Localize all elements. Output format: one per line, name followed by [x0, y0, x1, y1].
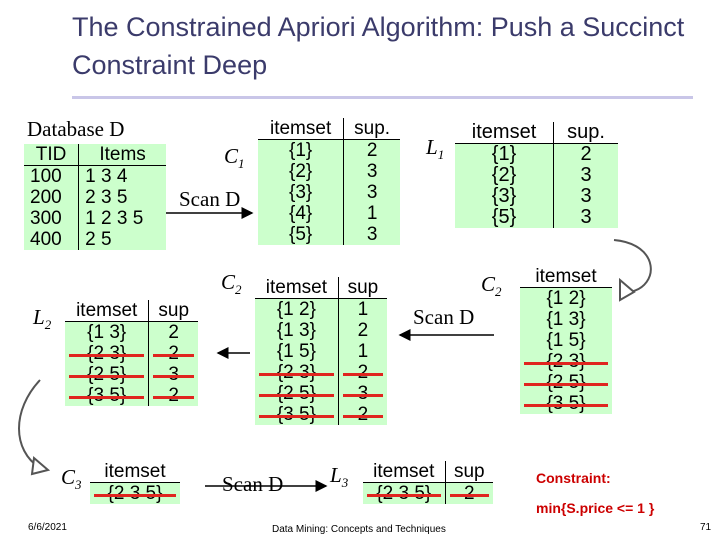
c2-support-table: itemset sup {1 2}1 {1 3}2 {1 5}1 {2 3}2 … [255, 277, 387, 425]
table-row: {2 3}2 [255, 362, 387, 383]
c1-table: itemset sup. {1}2 {2}3 {3}3 {4}1 {5}3 [258, 118, 400, 245]
col-header-sup: sup [148, 300, 198, 322]
slide-title: The Constrained Apriori Algorithm: Push … [72, 12, 685, 80]
footer-course: Data Mining: Concepts and Techniques [272, 524, 446, 535]
c3-table: itemset {2 3 5} [90, 461, 180, 504]
col-header-itemset: itemset [255, 277, 339, 299]
l1-table: itemset sup. {1}2 {2}3 {3}3 {5}3 [455, 122, 618, 228]
table-row: {2 5}3 [65, 364, 198, 385]
scan-d-label-1: Scan D [179, 187, 241, 211]
l3-table: itemset sup {2 3 5}2 [363, 461, 493, 504]
col-header-sup: sup. [343, 118, 400, 140]
c1-label: C1 [224, 144, 245, 172]
l3-label: L3 [330, 463, 349, 491]
table-row: {5}3 [258, 224, 400, 245]
table-row: {3 5} [520, 393, 612, 414]
col-header-itemset: itemset [90, 461, 180, 483]
c3-label: C3 [61, 465, 82, 493]
constraint-expression: min{S.price <= 1 } [536, 500, 655, 516]
curved-arrow-l2-to-c3 [18, 379, 41, 469]
table-row: {3}3 [258, 182, 400, 203]
scan-d-label-2: Scan D [413, 305, 475, 329]
table-row: {1}2 [258, 139, 400, 161]
col-header-items: Items [78, 144, 166, 166]
table-row: {2}3 [258, 161, 400, 182]
title-rule [72, 96, 693, 99]
table-row: {1 5} [546, 330, 586, 351]
table-row: {2 3}2 [65, 343, 198, 364]
col-header-itemset: itemset [520, 266, 612, 288]
table-row: {2 3 5} [90, 483, 180, 505]
col-header-sup: sup. [553, 122, 618, 144]
table-row: {4}1 [258, 203, 400, 224]
l2-table: itemset sup {1 3}2 {2 3}2 {2 5}3 {3 5}2 [65, 300, 198, 406]
l1-label: L1 [426, 135, 445, 163]
col-header-itemset: itemset [363, 461, 446, 483]
curved-arrow-l1-to-c2 [613, 239, 652, 293]
table-row: {1 3}2 [65, 321, 198, 343]
col-header-itemset: itemset [258, 118, 345, 140]
l2-label: L2 [33, 305, 52, 333]
constraint-label: Constraint: [536, 470, 611, 486]
table-row: {1 5}1 [255, 341, 387, 362]
table-row: {3 5}2 [255, 404, 387, 425]
table-row: {1 3} [546, 309, 586, 330]
c2-label-left: C2 [221, 270, 242, 298]
table-row: {1 3}2 [255, 320, 387, 341]
footer-page-number: 71 [700, 522, 712, 533]
table-row: {1}2 [455, 143, 618, 165]
table-row: {2 5}3 [255, 383, 387, 404]
col-header-tid: TID [24, 144, 80, 166]
table-row: {3}3 [455, 186, 618, 207]
table-row: {1 2}1 [255, 298, 387, 320]
col-header-itemset: itemset [65, 300, 150, 322]
c2-label-right: C2 [481, 272, 502, 300]
database-label: Database D [27, 117, 125, 141]
col-header-itemset: itemset [455, 122, 555, 144]
footer-date: 6/6/2021 [28, 522, 67, 533]
col-header-sup: sup [445, 461, 493, 483]
table-row: {1 2} [546, 288, 586, 309]
table-row: {2 3} [520, 351, 612, 372]
col-header-sup: sup [338, 277, 387, 299]
scan-d-label-3: Scan D [222, 472, 284, 496]
table-row: {5}3 [455, 207, 618, 228]
table-row: {2 3 5}2 [363, 482, 493, 504]
table-row: {2 5} [520, 372, 612, 393]
c2-candidate-table: itemset {1 2} {1 3} {1 5} {2 3} {2 5} {3… [520, 266, 612, 414]
table-row: {3 5}2 [65, 385, 198, 406]
table-row: {2}3 [455, 165, 618, 186]
